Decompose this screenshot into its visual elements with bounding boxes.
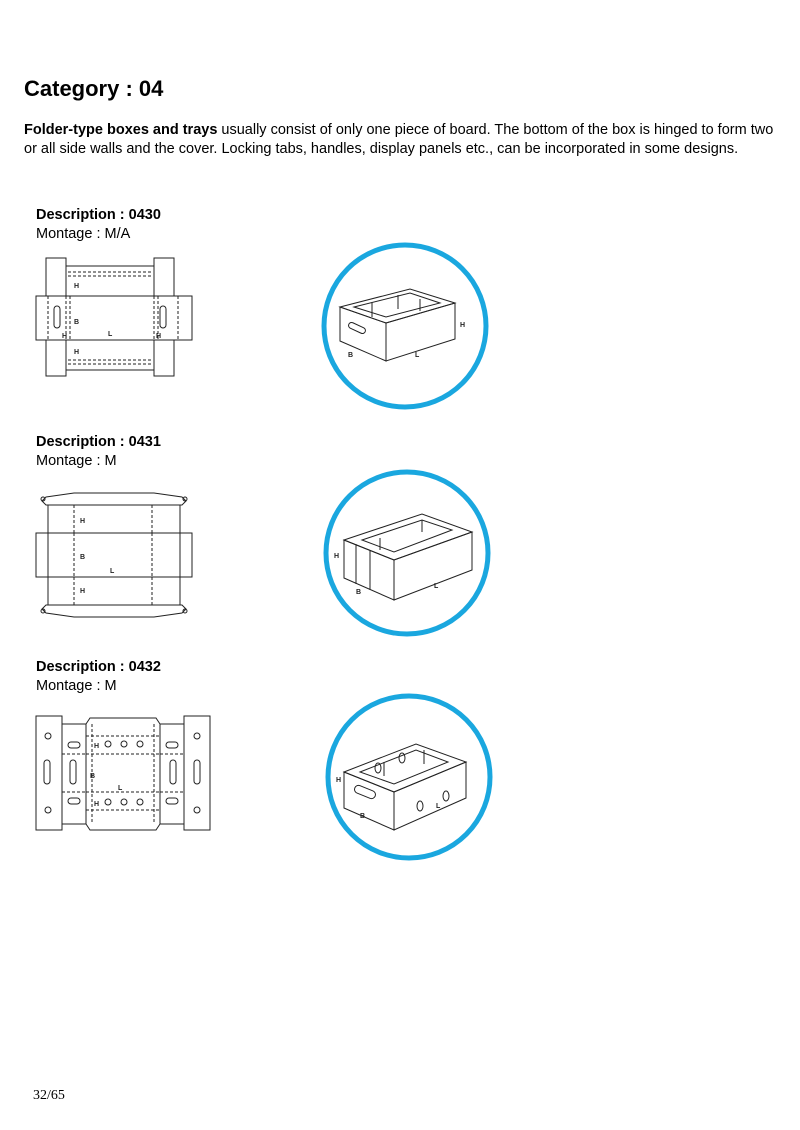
entry-montage: Montage : M [36,453,117,469]
label-b: B [348,352,353,359]
label-b: B [74,319,79,326]
label-b: B [360,813,365,820]
box-illustration-0430: H B L [321,242,489,410]
entry-0430-header: Description : 0430 Montage : M/A [36,206,161,244]
label-l: L [436,803,441,810]
label-l: L [108,331,113,338]
label-h: H [94,743,99,750]
label-b: B [90,773,95,780]
entry-0432-header: Description : 0432 Montage : M [36,658,161,696]
entry-description: Description : 0430 [36,207,161,223]
label-h: H [74,349,79,356]
label-h: H [334,553,339,560]
label-h: H [80,518,85,525]
label-l: L [434,583,439,590]
die-cut-diagram-0431: H B L H [35,492,193,618]
page-number: 32/65 [33,1088,65,1103]
label-l: L [110,568,115,575]
intro-paragraph: Folder-type boxes and trays usually cons… [24,121,784,159]
label-h: H [460,322,465,329]
page-title: Category : 04 [24,76,164,101]
label-h: H [74,283,79,290]
entry-montage: Montage : M/A [36,226,131,242]
die-cut-diagram-0432: H B L H [35,715,211,831]
label-h: H [156,333,161,340]
intro-bold: Folder-type boxes and trays [24,122,218,138]
entry-0431-header: Description : 0431 Montage : M [36,433,161,471]
intro-text: usually consist of only one piece of boa… [24,122,774,157]
entry-description: Description : 0431 [36,434,161,450]
die-cut-diagram-0430: H B H L H H [35,257,193,377]
label-l: L [415,352,420,359]
entry-description: Description : 0432 [36,659,161,675]
label-h: H [94,801,99,808]
box-illustration-0432: H B L [325,693,493,861]
label-h: H [336,777,341,784]
label-b: B [80,554,85,561]
label-h: H [62,333,67,340]
label-h: H [80,588,85,595]
box-illustration-0431: H B L [323,469,491,637]
entry-montage: Montage : M [36,678,117,694]
label-l: L [118,785,123,792]
label-b: B [356,589,361,596]
